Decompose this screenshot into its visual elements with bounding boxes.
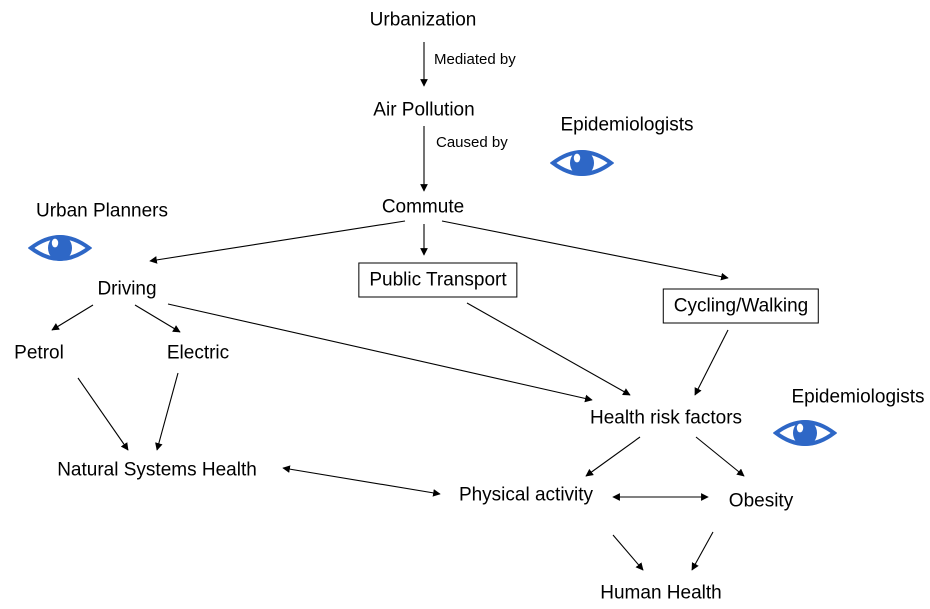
node-air-pollution: Air Pollution (373, 99, 475, 121)
node-driving: Driving (97, 278, 157, 300)
node-health-risk-factors: Health risk factors (589, 407, 743, 429)
edge-commute-driving (149, 220, 406, 264)
edge-natural-systems-physical-activity (282, 465, 441, 497)
edge-public-transport-health-risk (466, 302, 631, 396)
eye-icon (773, 420, 837, 446)
edge-health-risk-physical-activity (585, 436, 641, 477)
stakeholder-label-epidemiologists-right: Epidemiologists (791, 386, 925, 408)
node-petrol: Petrol (14, 342, 64, 364)
edge-label-caused-by: Caused by (436, 134, 508, 151)
edge-physical-activity-human-health (612, 534, 644, 571)
node-obesity: Obesity (728, 490, 794, 512)
edge-cycling-walking-health-risk (694, 329, 729, 396)
edge-petrol-natural-systems (77, 377, 129, 451)
node-physical-activity: Physical activity (458, 484, 594, 506)
edge-label-mediated-by: Mediated by (434, 51, 516, 68)
eye-icon (550, 150, 614, 176)
node-natural-systems-health: Natural Systems Health (57, 459, 257, 481)
edge-driving-electric (134, 304, 181, 333)
node-human-health: Human Health (600, 582, 722, 604)
node-cycling-walking: Cycling/Walking (662, 288, 820, 324)
eye-icon (28, 235, 92, 261)
node-electric: Electric (166, 342, 230, 364)
node-urbanization: Urbanization (369, 9, 477, 31)
stakeholder-label-epidemiologists-top: Epidemiologists (560, 114, 694, 136)
edge-obesity-human-health (691, 531, 714, 571)
stakeholder-label-urban-planners: Urban Planners (35, 200, 169, 222)
edge-driving-health-risk (167, 303, 593, 403)
edge-electric-natural-systems (155, 372, 179, 451)
node-public-transport: Public Transport (358, 262, 518, 298)
edge-commute-cycling-walking (441, 220, 729, 281)
node-commute: Commute (381, 196, 465, 218)
edge-health-risk-obesity (695, 436, 745, 477)
edge-driving-petrol (51, 304, 94, 331)
